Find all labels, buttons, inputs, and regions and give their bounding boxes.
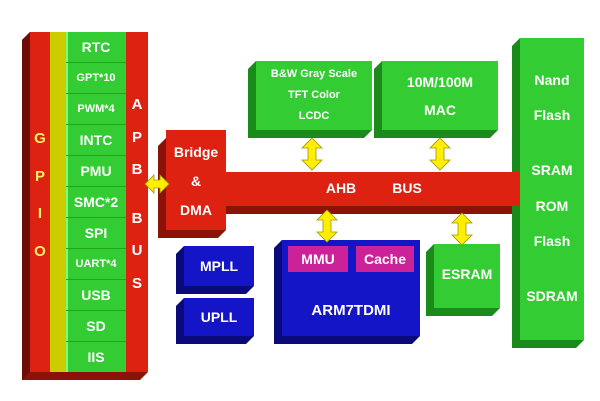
mpll-block [184, 246, 254, 286]
peripheral-uart: UART*4 [66, 249, 126, 280]
external-memory-block [520, 38, 584, 340]
peripheral-smc: SMC*2 [66, 187, 126, 218]
arrow-mac-ahb [429, 137, 451, 171]
ahb-bus-label-2: BUS [392, 180, 422, 196]
cache-label: Cache [363, 251, 407, 267]
gpio-letters: G P I O [30, 130, 50, 260]
esram-label: ESRAM [441, 266, 493, 282]
mac-label: 10M/100M MAC [406, 74, 474, 118]
gpio-letter: I [37, 205, 43, 223]
peripheral-usb: USB [66, 280, 126, 311]
apb-letter: P [131, 128, 142, 146]
peripheral-column [66, 32, 126, 372]
peripheral-rtc: RTC [66, 32, 126, 63]
ahb-bus-label: AHB [325, 180, 357, 196]
apb-letter: S [131, 274, 142, 292]
peripheral-sd: SD [66, 311, 126, 342]
cache-block [354, 244, 416, 274]
mmu-label: MMU [301, 251, 335, 267]
lcdc-label: B&W Gray Scale TFT Color LCDC [270, 68, 358, 122]
peripheral-pmu: PMU [66, 156, 126, 187]
arrow-apb-bridge [144, 174, 170, 194]
arrow-lcdc-ahb [301, 137, 323, 171]
arrow-ahb-esram [451, 212, 473, 246]
gpio-letter: O [34, 242, 46, 260]
apb-bus-letters: A P B B U S [126, 96, 148, 292]
apb-letter: A [131, 96, 143, 113]
upll-label: UPLL [200, 309, 238, 325]
gpio-letter: P [34, 167, 45, 185]
peripheral-iis: IIS [87, 349, 105, 365]
apb-letter: B [131, 161, 143, 179]
external-memory-label: Nand Flash SRAM ROM Flash SDRAM [526, 72, 578, 304]
esram-block [434, 244, 500, 308]
bridge-dma-label: Bridge & DMA [173, 144, 219, 218]
upll-block [184, 298, 254, 336]
apb-bus [126, 32, 148, 372]
ahb-bus [220, 172, 528, 206]
peripheral-gpt: GPT*10 [66, 63, 126, 94]
peripheral-intc: INTC [66, 125, 126, 156]
peripheral-pwm: PWM*4 [66, 94, 126, 125]
lcdc-block [256, 61, 372, 130]
apb-letter: U [131, 242, 143, 260]
peripheral-spi: SPI [66, 218, 126, 249]
bridge-dma-block [166, 130, 226, 230]
mmu-block [286, 244, 350, 274]
arrow-ahb-cpu [316, 209, 338, 243]
gpio-outer-bar [30, 32, 50, 372]
mac-block [382, 61, 498, 130]
peripheral-list: RTC GPT*10 PWM*4 INTC PMU SMC*2 SPI UART… [66, 32, 126, 372]
mpll-label: MPLL [199, 258, 239, 274]
gpio-block [50, 32, 66, 372]
apb-letter: B [131, 209, 143, 227]
arm7tdmi-label: ARM7TDMI [311, 302, 391, 319]
gpio-letter: G [34, 130, 46, 147]
